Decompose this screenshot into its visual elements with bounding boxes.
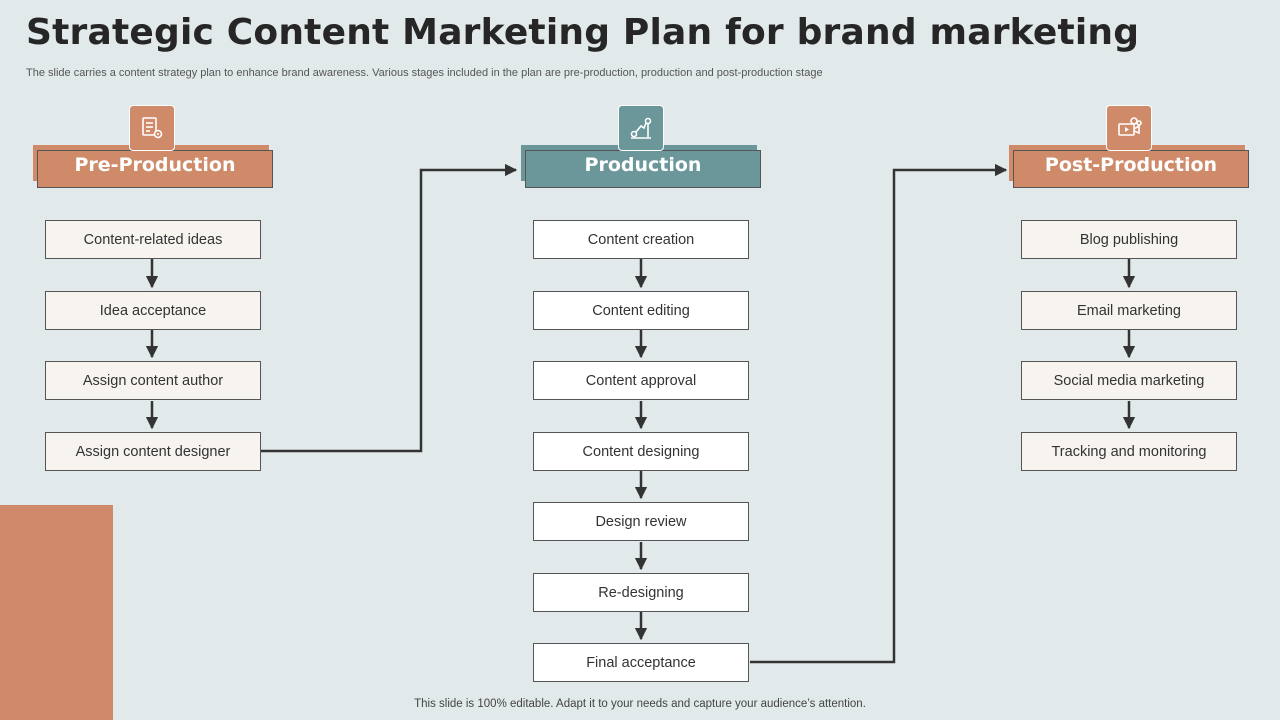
post-step-4: Tracking and monitoring xyxy=(1021,432,1237,471)
production-title: Production xyxy=(584,154,702,176)
page-subtitle: The slide carries a content strategy pla… xyxy=(26,67,823,79)
pre-step-3: Assign content author xyxy=(45,361,261,400)
production-step-1: Content creation xyxy=(533,220,749,259)
pre-production-header: Pre-Production xyxy=(37,150,273,188)
production-step-6: Re-designing xyxy=(533,573,749,612)
production-header: Production xyxy=(525,150,761,188)
pre-step-4: Assign content designer xyxy=(45,432,261,471)
process-flow-icon xyxy=(618,105,664,151)
post-production-title: Post-Production xyxy=(1044,154,1218,176)
connector-pre-to-production xyxy=(261,163,518,453)
production-step-3: Content approval xyxy=(533,361,749,400)
video-projector-icon xyxy=(1106,105,1152,151)
page-title: Strategic Content Marketing Plan for bra… xyxy=(26,12,1140,53)
post-step-3: Social media marketing xyxy=(1021,361,1237,400)
checklist-gear-icon xyxy=(129,105,175,151)
footer-note: This slide is 100% editable. Adapt it to… xyxy=(414,698,866,710)
connector-production-to-post xyxy=(750,163,1008,664)
production-step-5: Design review xyxy=(533,502,749,541)
post-step-2: Email marketing xyxy=(1021,291,1237,330)
pre-step-2: Idea acceptance xyxy=(45,291,261,330)
production-step-2: Content editing xyxy=(533,291,749,330)
production-step-4: Content designing xyxy=(533,432,749,471)
pre-production-title: Pre-Production xyxy=(74,154,236,176)
post-production-header: Post-Production xyxy=(1013,150,1249,188)
production-step-7: Final acceptance xyxy=(533,643,749,682)
corner-accent-block xyxy=(0,505,113,720)
post-step-1: Blog publishing xyxy=(1021,220,1237,259)
pre-step-1: Content-related ideas xyxy=(45,220,261,259)
